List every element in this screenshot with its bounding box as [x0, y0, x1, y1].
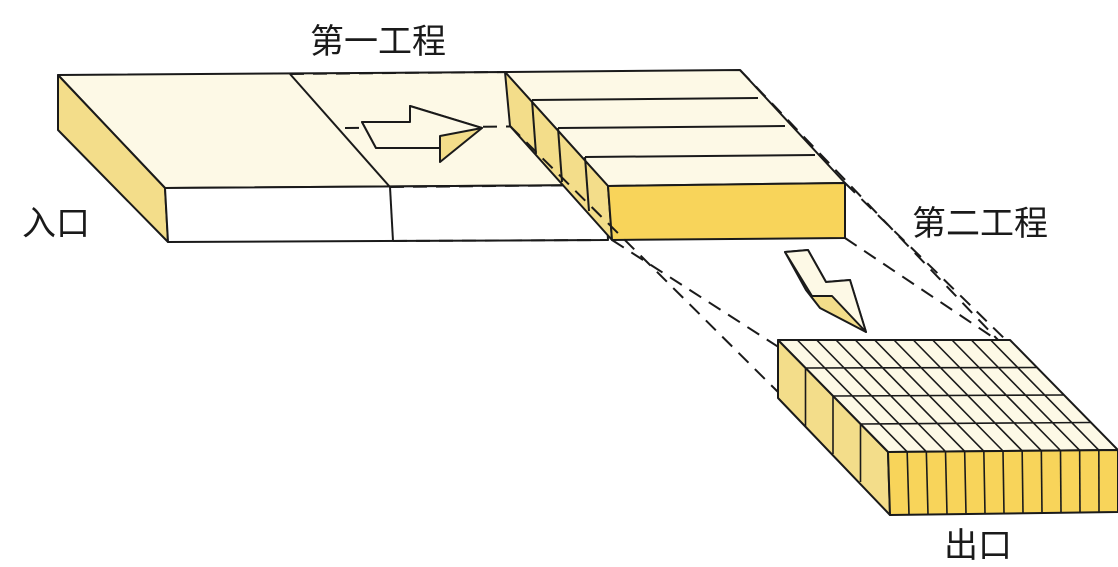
grid-line — [1021, 450, 1024, 514]
middle-block — [504, 69, 846, 241]
outlet-label: 出口 — [944, 526, 1012, 566]
grid-line — [1059, 450, 1062, 513]
inlet-label: 入口 — [22, 204, 90, 244]
grid-line — [1040, 450, 1043, 514]
grid-line — [906, 451, 910, 515]
grid-line — [944, 451, 948, 515]
grid-line — [860, 421, 1092, 425]
grid-line — [925, 451, 929, 515]
input-slab — [57, 71, 609, 243]
arrow-down-icon — [784, 249, 867, 333]
grid-line — [983, 451, 986, 514]
process1-label: 第一工程 — [310, 22, 446, 62]
output-block — [777, 339, 1118, 516]
grid-line — [1002, 450, 1005, 514]
grid-line — [805, 366, 1038, 369]
process2-label: 第二工程 — [912, 204, 1048, 244]
output-grid-lines — [796, 339, 1100, 515]
guide-lines-stage2 — [509, 69, 1011, 393]
grid-line — [832, 394, 1065, 397]
arrow-right-icon — [361, 105, 483, 163]
grid-line — [963, 451, 967, 515]
